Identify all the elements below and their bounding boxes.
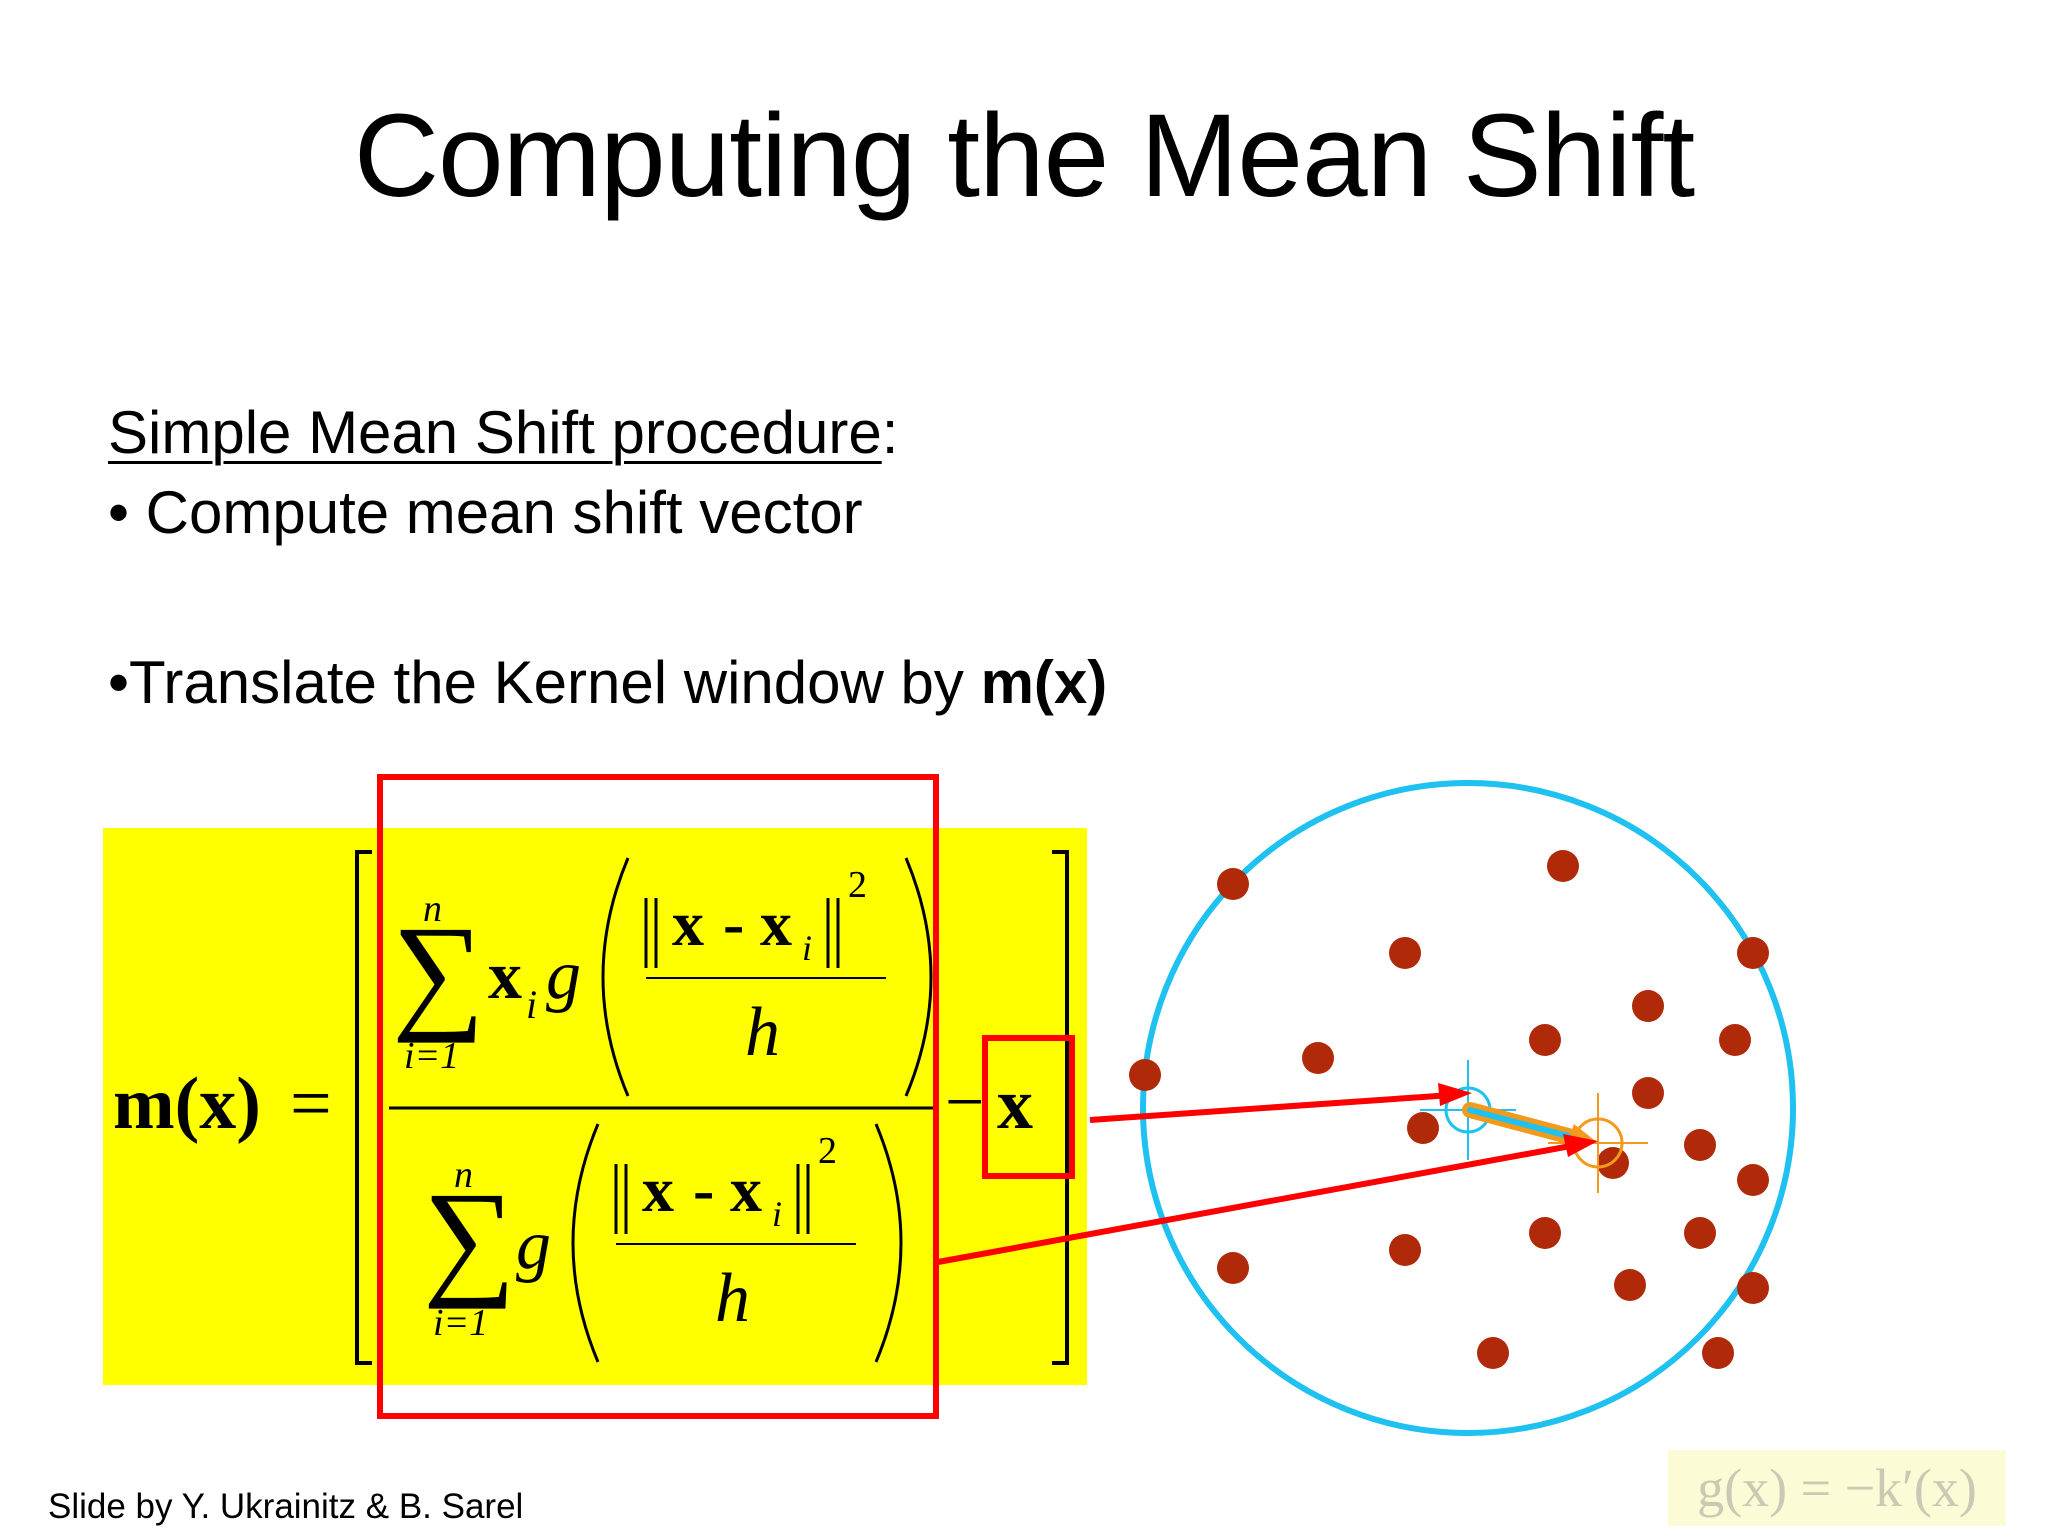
data-point	[1547, 850, 1579, 882]
bullet-translate-window: •Translate the Kernel window by m(x)	[108, 648, 1107, 717]
data-point	[1529, 1024, 1561, 1056]
data-point	[1737, 937, 1769, 969]
arrow-fraction-to-new-center	[937, 1142, 1577, 1265]
den-sigma-icon: ∑	[423, 1166, 516, 1310]
data-point	[1737, 1164, 1769, 1196]
num-g: g	[546, 937, 581, 1014]
data-points	[1129, 850, 1769, 1369]
formula-minus: −	[945, 1064, 984, 1141]
bullet-translate-text: •Translate the Kernel window by	[108, 649, 981, 716]
right-bracket	[1052, 850, 1069, 1365]
fraction-highlight-frame	[377, 774, 939, 1419]
slide-title: Computing the Mean Shift	[353, 90, 1695, 222]
bullet-compute-vector: • Compute mean shift vector	[108, 479, 863, 546]
num-left-paren	[601, 857, 630, 1097]
connector-arrows	[937, 1083, 1598, 1265]
arrow-x-to-center	[1089, 1092, 1453, 1123]
data-point	[1389, 1234, 1421, 1266]
arrow-head	[1563, 1134, 1598, 1157]
data-point	[1529, 1217, 1561, 1249]
num-right-paren	[904, 857, 933, 1097]
procedure-heading: Simple Mean Shift procedure:	[108, 398, 898, 467]
data-point	[1702, 1337, 1734, 1369]
x-highlight-frame	[982, 1035, 1075, 1179]
formula-lhs: m(x)	[113, 1063, 261, 1145]
data-point	[1684, 1129, 1716, 1161]
bullet-translate-term: m(x)	[980, 649, 1108, 716]
num-term-x: x	[488, 937, 522, 1013]
den-h: h	[715, 1260, 750, 1337]
den-power: 2	[818, 1130, 837, 1172]
data-point	[1632, 1077, 1664, 1109]
num-norm-dash: -	[723, 888, 744, 959]
den-left-paren	[571, 1123, 600, 1363]
num-norm-sub: i	[802, 928, 812, 968]
data-point	[1737, 1272, 1769, 1304]
den-g: g	[516, 1207, 551, 1284]
den-norm-x: x	[642, 1154, 674, 1225]
data-point	[1217, 1252, 1249, 1284]
data-point	[1407, 1112, 1439, 1144]
kernel-window-circle	[1140, 780, 1796, 1436]
data-point	[1129, 1059, 1161, 1091]
data-point	[1302, 1042, 1334, 1074]
procedure-heading-text: Simple Mean Shift procedure	[108, 399, 882, 466]
formula-equals: =	[290, 1063, 332, 1145]
arrow-head	[1438, 1083, 1472, 1106]
num-sigma-icon: ∑	[392, 900, 485, 1044]
num-h: h	[745, 994, 780, 1071]
data-point	[1632, 990, 1664, 1022]
data-point	[1684, 1217, 1716, 1249]
den-norm-dash: -	[693, 1154, 714, 1225]
num-norm-xi: x	[760, 888, 792, 959]
num-power: 2	[848, 864, 867, 906]
data-point	[1389, 937, 1421, 969]
den-norm-xi: x	[730, 1154, 762, 1225]
left-bracket	[355, 850, 372, 1365]
den-sum-upper: n	[454, 1154, 473, 1196]
den-norm-sub: i	[772, 1194, 782, 1234]
data-point	[1719, 1024, 1751, 1056]
num-sum-lower: i=1	[404, 1035, 459, 1077]
data-point	[1477, 1337, 1509, 1369]
formula-x: x	[997, 1064, 1033, 1144]
den-sum-lower: i=1	[433, 1302, 488, 1344]
slide-credit: Slide by Y. Ukrainitz & B. Sarel	[48, 1487, 524, 1526]
procedure-heading-colon: :	[881, 399, 899, 466]
den-right-paren	[874, 1123, 903, 1363]
num-sum-upper: n	[423, 888, 442, 930]
data-point	[1217, 868, 1249, 900]
data-point	[1614, 1269, 1646, 1301]
num-norm-x: x	[672, 888, 704, 959]
num-term-sub: i	[526, 982, 537, 1027]
kernel-relation-caption: g(x) = −k′(x)	[1668, 1450, 2006, 1526]
